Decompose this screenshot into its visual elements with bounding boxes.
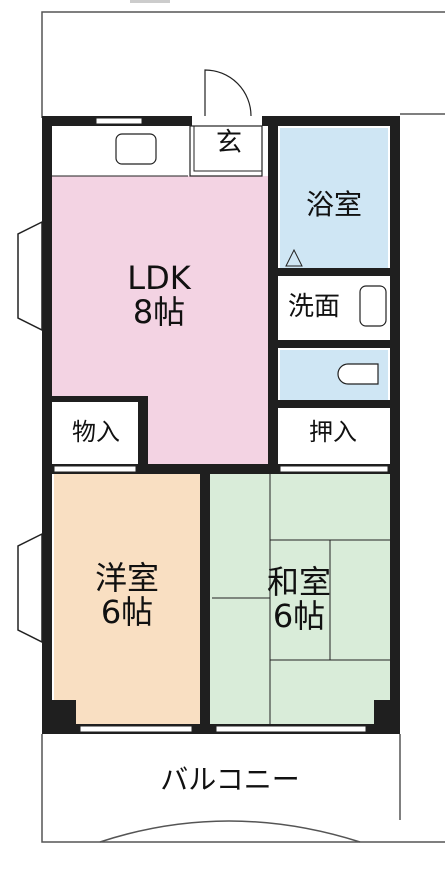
- balcony-outline: [41, 734, 445, 843]
- western-room-label: 洋室 6帖: [54, 559, 200, 631]
- western-room-size: 6帖: [100, 592, 154, 631]
- western-bay-window: [17, 532, 43, 644]
- balcony-curve: [99, 820, 361, 843]
- japanese-room-size: 6帖: [272, 596, 326, 635]
- western-room-name: 洋室: [94, 559, 159, 597]
- balcony-label: バルコニー: [160, 763, 300, 796]
- top-edge-mark: [130, 0, 170, 3]
- ldk-bay-window: [17, 220, 43, 332]
- kitchen-sink: [115, 133, 157, 165]
- storage-area: [52, 400, 138, 466]
- closet-label: 押入: [309, 418, 357, 446]
- bath-step-mark: [285, 248, 303, 267]
- japanese-room-name: 和室: [266, 563, 331, 601]
- door-swing: [204, 69, 252, 117]
- japanese-room-area: [210, 474, 390, 724]
- tatami-lines: [212, 474, 390, 724]
- ldk-label: LDK 8帖: [84, 259, 234, 331]
- entrance-inner: [193, 125, 263, 172]
- bath-area: [280, 128, 388, 268]
- washroom-label: 洗面: [287, 292, 340, 322]
- windows: [53, 117, 389, 733]
- upper-outline: [41, 11, 445, 118]
- entrance-box: [189, 125, 263, 177]
- entrance-label: 玄: [215, 128, 242, 158]
- toilet: [337, 363, 379, 385]
- ldk-name: LDK: [127, 259, 191, 297]
- bath-label: 浴室: [305, 188, 362, 221]
- storage-label: 物入: [72, 418, 120, 446]
- closet-area: [278, 410, 388, 466]
- western-room-area: [54, 474, 200, 724]
- washbasin: [359, 285, 387, 327]
- ldk-size: 8帖: [132, 292, 186, 331]
- japanese-room-label: 和室 6帖: [224, 563, 374, 635]
